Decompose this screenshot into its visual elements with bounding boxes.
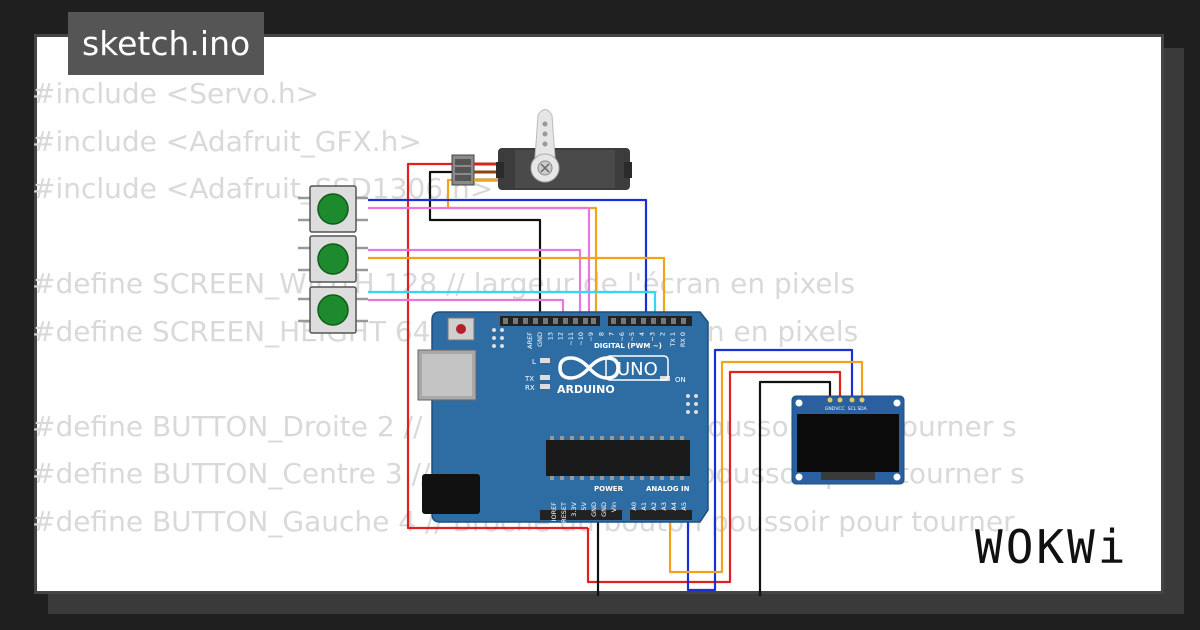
wire-oled-scl <box>686 348 854 592</box>
wire-button3-cyan <box>368 290 657 312</box>
oled-pin-label: SCL <box>848 406 857 412</box>
pin-label: 3.3V <box>570 501 578 516</box>
wire-button2-orange <box>368 256 666 312</box>
digital-label: DIGITAL (PWM ~) <box>594 342 662 350</box>
wire-button1-blue <box>368 198 648 312</box>
pin-label: 7 <box>608 332 616 336</box>
pin-label: Vin <box>610 502 618 512</box>
wire-oled-vcc <box>586 370 842 584</box>
pin-label: ~11 <box>567 332 575 346</box>
pin-label: ~6 <box>618 332 626 342</box>
pin-label: A0 <box>630 502 638 511</box>
code-line: #include <Adafruit_GFX.h> <box>32 124 422 158</box>
oled-pin-label: GND <box>825 406 836 412</box>
file-tab[interactable]: sketch.ino <box>68 12 265 75</box>
oled-pin-label: VCC <box>835 406 844 412</box>
pin-label: GND <box>600 502 608 517</box>
pin-label: RX 0 <box>679 332 687 347</box>
wire-oled-gnd <box>758 380 832 596</box>
pin-label: A1 <box>640 502 648 511</box>
pin-label: ~9 <box>587 332 595 342</box>
led-tx-label: TX <box>524 375 534 383</box>
pin-label: GND <box>536 332 544 347</box>
pin-label: ~5 <box>628 332 636 342</box>
code-line: #include <Servo.h> <box>32 77 320 110</box>
wire-button2-pink <box>368 248 582 312</box>
wire-servo-red <box>406 162 588 530</box>
wokwi-logo: WOKWi <box>975 520 1129 574</box>
board-logo: ARDUINO <box>557 383 615 396</box>
pin-label: A5 <box>680 502 688 511</box>
on-label: ON <box>675 376 686 384</box>
pin-label: A2 <box>650 502 658 511</box>
pin-label: 2 <box>659 332 667 336</box>
infinity-logo-icon <box>558 356 620 380</box>
pushbutton-icon[interactable] <box>298 185 368 233</box>
analog-label: ANALOG IN <box>646 485 690 493</box>
power-label: POWER <box>594 485 624 493</box>
arduino-board-icon[interactable]: ARDUINO UNO DIGITAL (PWM ~) POWER ANALOG… <box>417 311 709 523</box>
wire-oled-sda <box>668 360 864 574</box>
pin-label: ~10 <box>577 332 585 346</box>
servo-icon <box>451 109 632 190</box>
pin-label: 12 <box>557 332 565 340</box>
pin-label: 5V <box>580 501 588 510</box>
pin-label: ~3 <box>648 332 656 342</box>
pin-label: 4 <box>638 332 646 336</box>
pin-label: A4 <box>670 502 678 511</box>
pin-label: 8 <box>597 332 605 336</box>
pushbutton-icon[interactable] <box>298 235 368 283</box>
oled-pin-label: SDA <box>857 406 867 412</box>
pin-label: GND <box>590 502 598 517</box>
wire-button3-pink <box>368 298 565 312</box>
wire-button1-pink <box>368 206 591 312</box>
pin-label: A3 <box>660 502 668 511</box>
pushbutton-icon[interactable] <box>298 286 368 334</box>
pin-label: IOREF <box>550 502 558 522</box>
led-l-label: L <box>532 358 536 366</box>
pin-label: RESET <box>560 502 568 523</box>
board-model: UNO <box>617 359 658 380</box>
led-rx-label: RX <box>525 384 535 392</box>
pin-label: 13 <box>546 332 554 340</box>
pin-label: AREF <box>526 332 534 349</box>
pin-label: TX 1 <box>669 332 677 348</box>
